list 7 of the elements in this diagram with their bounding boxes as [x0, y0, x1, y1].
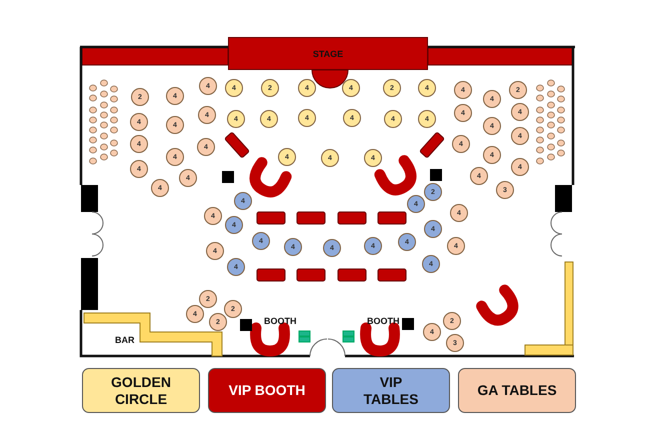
area-label: BOOTH [264, 316, 296, 326]
area-label: BAR [115, 335, 134, 345]
legend-label: GOLDEN CIRCLE [110, 374, 172, 408]
legend-label: VIP BOOTH [228, 382, 306, 399]
legend-label: VIP TABLES [362, 374, 420, 408]
area-label: BOOTH [367, 316, 400, 326]
legend-label: GA TABLES [477, 382, 557, 399]
